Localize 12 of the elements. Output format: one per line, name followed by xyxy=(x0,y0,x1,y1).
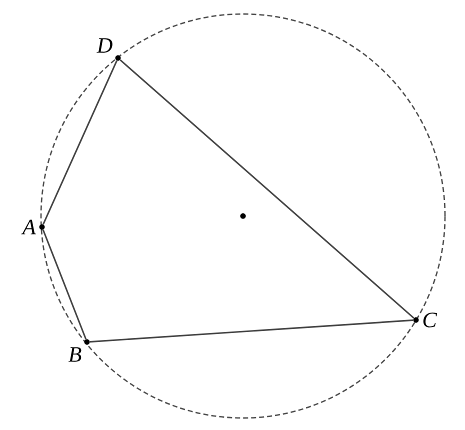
side-line xyxy=(42,60,118,225)
vertex-point: D xyxy=(96,38,121,61)
node-label: C xyxy=(423,312,438,328)
node-label: D xyxy=(96,38,112,53)
side-line xyxy=(90,319,414,343)
node-label: B xyxy=(68,347,82,362)
vertex-point: A xyxy=(21,220,45,234)
vertex-point: B xyxy=(68,339,90,362)
side-line xyxy=(120,59,414,319)
side-line xyxy=(42,229,87,340)
vertex-point: C xyxy=(413,312,438,328)
node-label: A xyxy=(21,220,36,234)
